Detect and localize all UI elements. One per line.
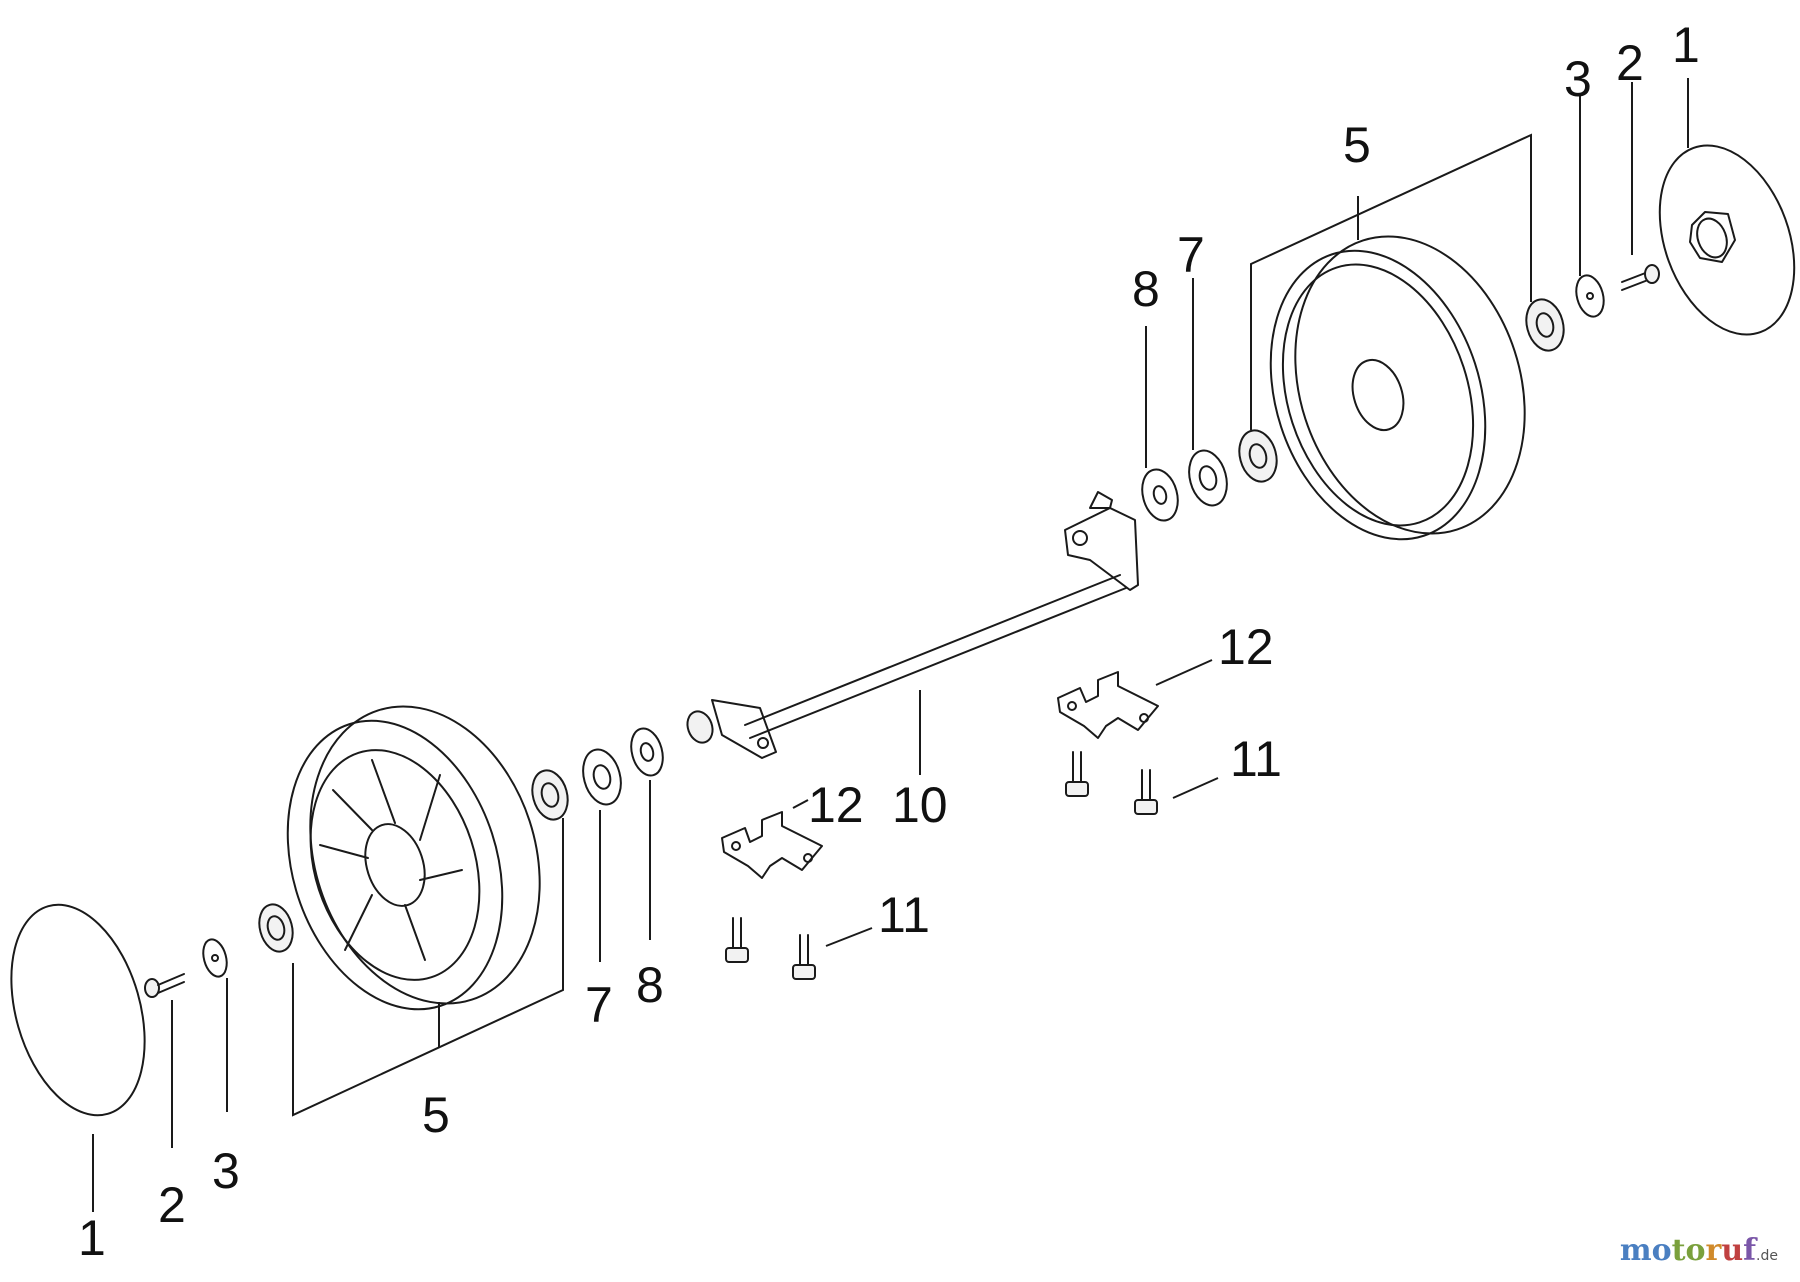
- washer-right-inner: [1141, 468, 1179, 522]
- callout-right-8: 8: [1132, 261, 1160, 317]
- watermark-part-3: r: [1705, 1233, 1722, 1268]
- watermark-part-5: f: [1743, 1233, 1757, 1268]
- callout-left-1: 1: [78, 1210, 106, 1266]
- callout-right-5: 5: [1343, 117, 1371, 173]
- callout-right-7: 7: [1177, 227, 1205, 283]
- callout-left-5: 5: [422, 1087, 450, 1143]
- bolt-left: [144, 973, 185, 998]
- callout-screws-right-11: 11: [1230, 731, 1282, 787]
- screws-right: [1065, 751, 1158, 815]
- callout-left-7: 7: [585, 977, 613, 1033]
- hubcap-right: [1658, 144, 1796, 336]
- bracket-right: [1057, 671, 1159, 739]
- leader-lines: [92, 78, 1689, 1212]
- washer-right: [1575, 274, 1605, 318]
- bolt-right: [1621, 264, 1660, 291]
- hubcap-left: [10, 903, 146, 1117]
- watermark-part-2: to: [1671, 1233, 1706, 1268]
- wheel-left: [286, 705, 541, 1011]
- wheel-right: [1269, 235, 1526, 541]
- washer-left-inner: [630, 727, 664, 777]
- washer-left: [202, 938, 228, 978]
- watermark-logo: motoruf.de: [1620, 1233, 1778, 1268]
- callout-screws-left-11: 11: [878, 887, 930, 943]
- axle: [686, 491, 1139, 759]
- callout-bracket-right-12: 12: [1218, 619, 1274, 675]
- callout-right-2: 2: [1616, 35, 1644, 91]
- callout-labels: 1 2 3 5 7 8 10 12 11 12 11 8 7 5 3 2 1: [78, 17, 1700, 1266]
- callout-right-3: 3: [1564, 51, 1592, 107]
- callout-left-2: 2: [158, 1177, 186, 1233]
- bracket-left: [721, 811, 823, 879]
- callout-axle-10: 10: [892, 777, 948, 833]
- screws-left: [725, 917, 816, 980]
- watermark-domain: .de: [1756, 1248, 1778, 1264]
- bearing-right-inner: [1238, 429, 1278, 483]
- callout-left-3: 3: [212, 1143, 240, 1199]
- watermark-part-1: mo: [1619, 1233, 1672, 1268]
- bearing-right-outer: [1525, 298, 1565, 352]
- callout-right-1: 1: [1672, 17, 1700, 73]
- bearing-left-inner: [531, 769, 569, 821]
- spacer-left: [582, 748, 622, 806]
- callout-left-8: 8: [636, 957, 664, 1013]
- spacer-right: [1188, 449, 1228, 507]
- watermark-part-4: u: [1721, 1233, 1744, 1268]
- callout-bracket-left-12: 12: [808, 777, 864, 833]
- bearing-left-outer: [258, 903, 294, 953]
